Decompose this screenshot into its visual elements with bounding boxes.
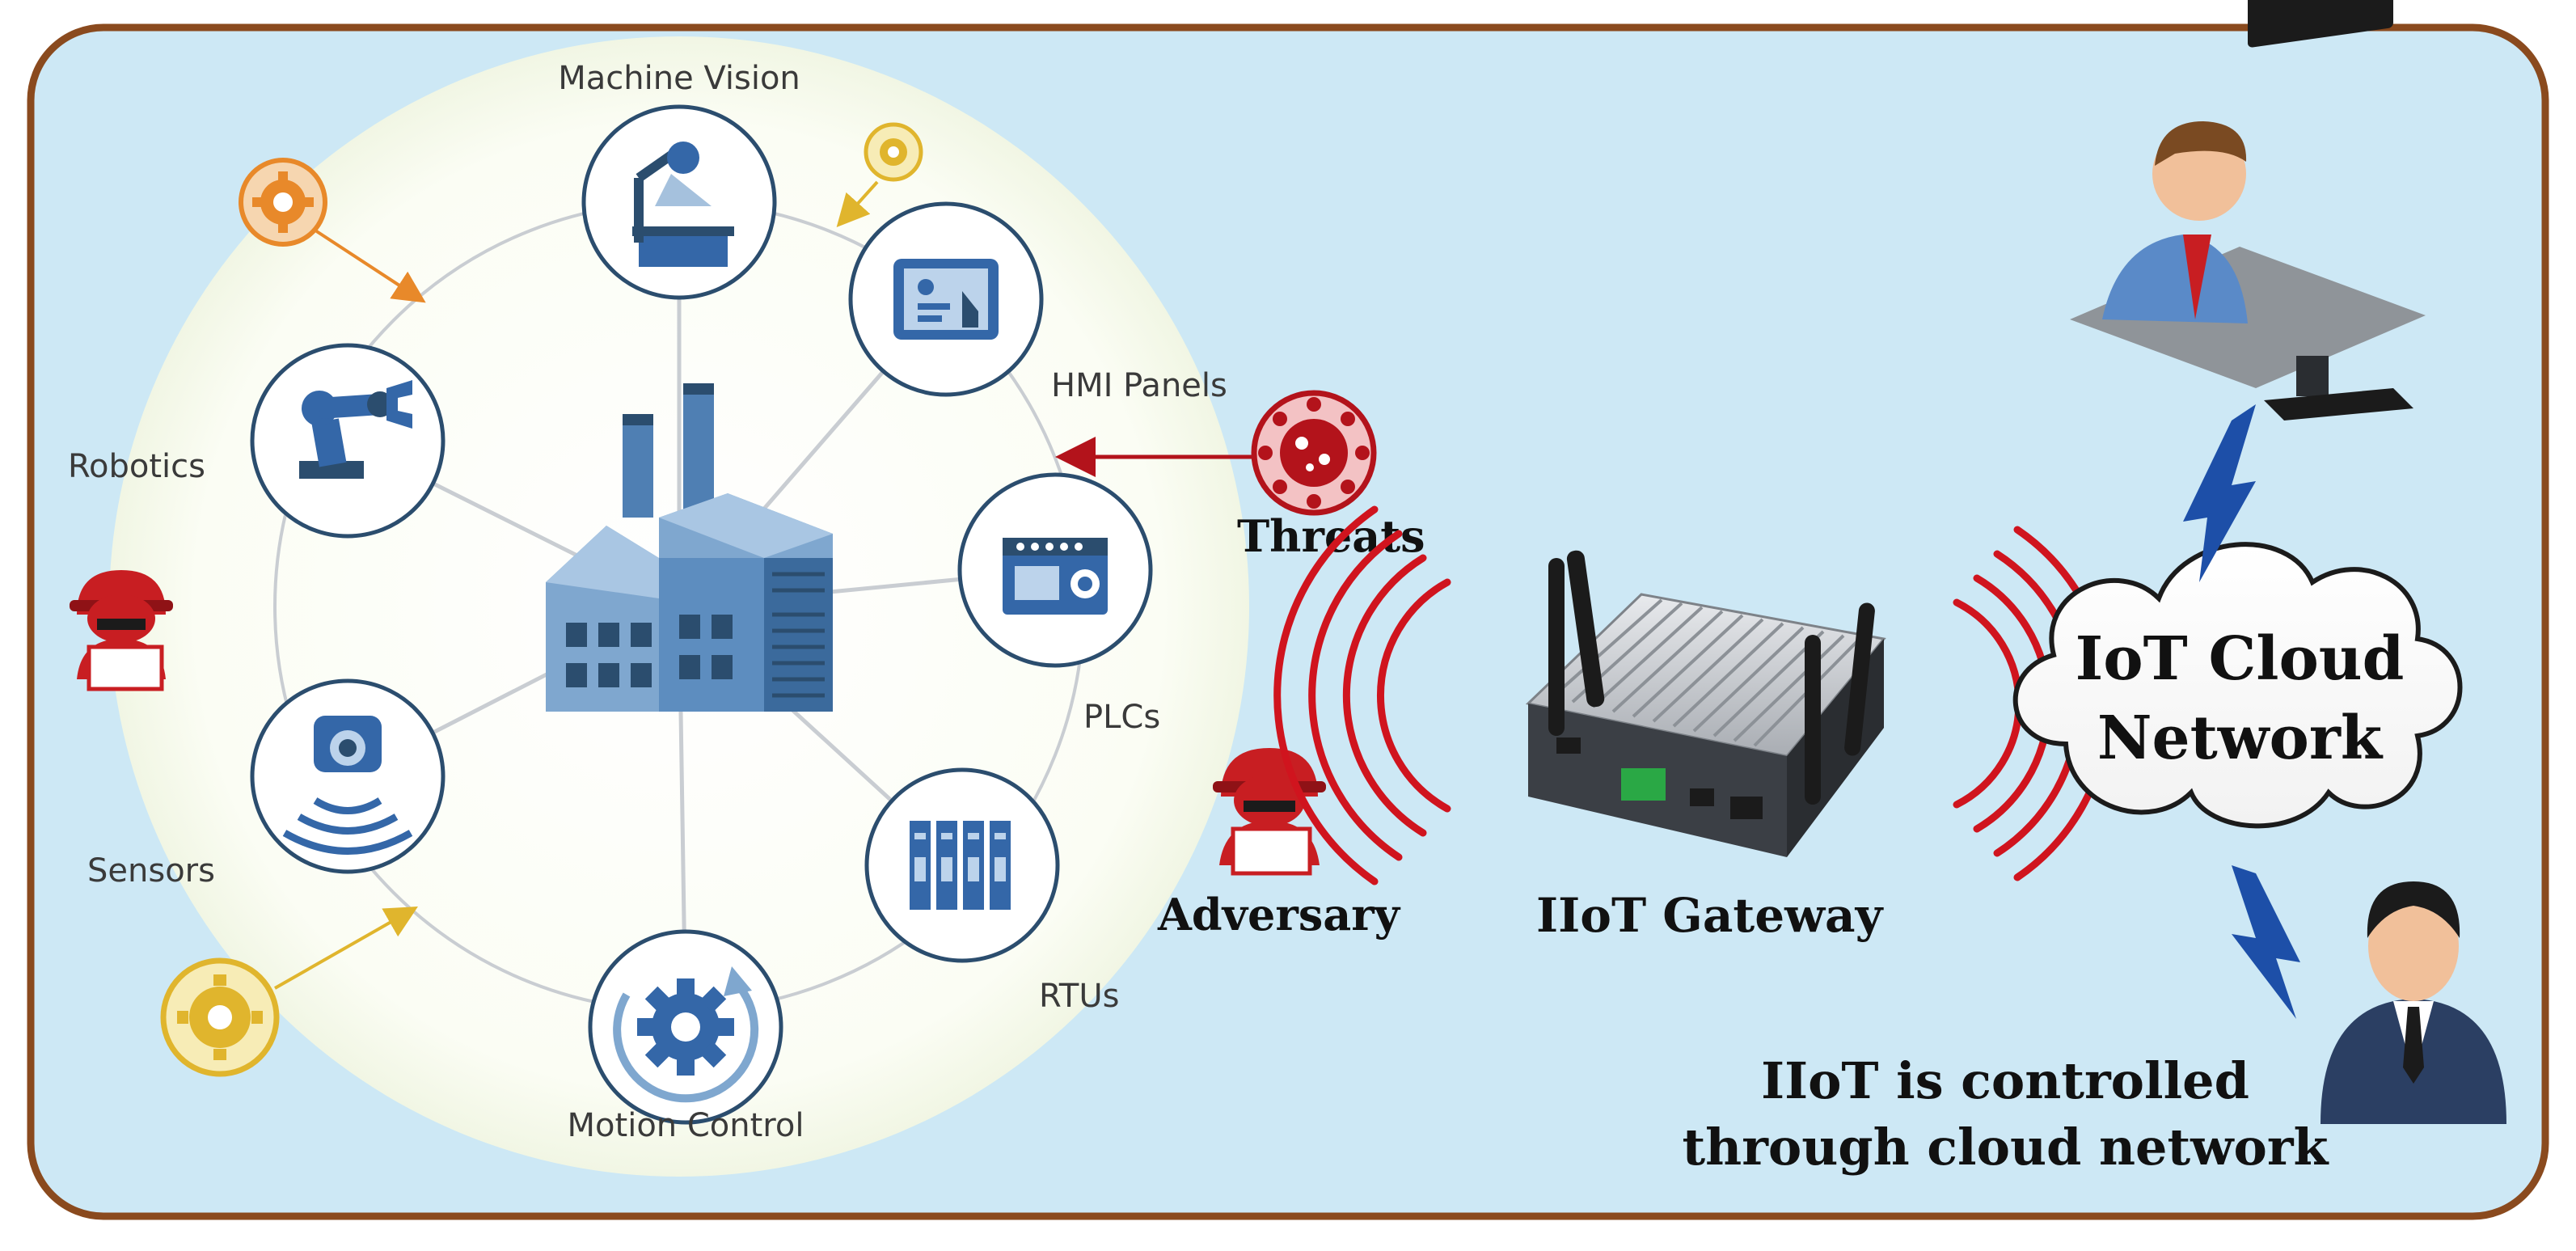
left-signal-waves (1273, 505, 1451, 885)
gear-rotation-icon (613, 966, 759, 1103)
gateway-label: IIoT Gateway (1536, 888, 1885, 943)
orange-threat-arrow (314, 229, 426, 303)
camera-arm-icon (632, 142, 734, 267)
sensors-node (250, 678, 446, 874)
hacker-small-icon (70, 570, 173, 691)
router-icon (1525, 550, 1886, 857)
virus-icon (1251, 390, 1377, 516)
plcs-label: PLCs (1083, 699, 1160, 736)
orange-gear-icon (239, 158, 327, 247)
plcs-node (957, 472, 1153, 668)
businessman-icon (2321, 881, 2506, 1124)
hacker-icon (1213, 748, 1326, 876)
sensor-waves-icon (282, 716, 413, 855)
motion-control-node (588, 929, 783, 1125)
cloud-icon (2012, 542, 2463, 829)
rtus-label: RTUs (1039, 978, 1119, 1015)
touch-panel-icon (893, 259, 999, 340)
plc-controller-icon (1003, 538, 1108, 615)
robotics-node (250, 343, 446, 539)
hmi-panels-label: HMI Panels (1051, 367, 1227, 404)
machine-vision-label: Machine Vision (558, 60, 800, 97)
hmi-panels-node (848, 201, 1044, 397)
bottom-lightning-icon (2232, 865, 2300, 1019)
robot-arm-icon (299, 380, 412, 479)
yellow-gear-large-icon (160, 957, 280, 1077)
cloud-label-line2: Network (2097, 704, 2384, 773)
control-caption-line2: through cloud network (1682, 1118, 2329, 1177)
adversary-label: Adversary (1157, 889, 1401, 940)
yellow-large-threat-arrow (274, 907, 418, 990)
yellow-gear-small-icon (864, 122, 923, 182)
top-lightning-icon (2183, 404, 2256, 582)
motion-control-label: Motion Control (568, 1107, 804, 1144)
yellow-small-threat-arrow (836, 180, 879, 227)
rtu-rack-icon (910, 821, 1011, 910)
robotics-label: Robotics (68, 448, 205, 485)
computer-user-icon (2070, 0, 2426, 421)
rtus-node (864, 767, 1060, 963)
cloud-label-line1: IoT Cloud (2076, 624, 2405, 694)
sensors-label: Sensors (87, 852, 215, 890)
factory-icon (546, 383, 833, 712)
machine-vision-node (581, 104, 777, 300)
control-caption-line1: IIoT is controlled (1761, 1051, 2249, 1110)
